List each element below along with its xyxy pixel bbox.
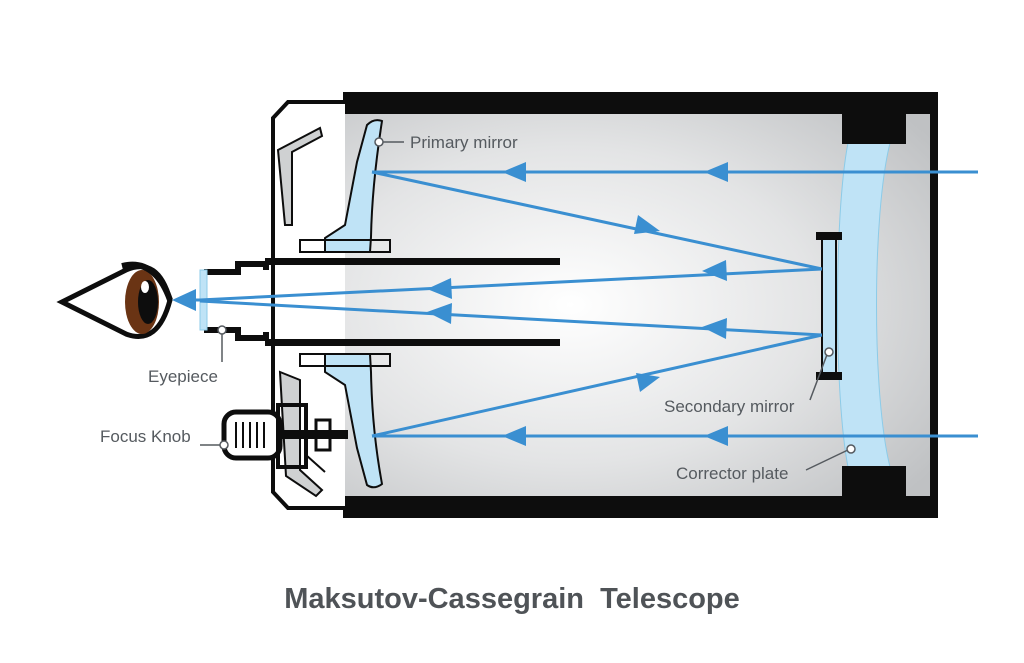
primary-mirror-mount-upper [299, 239, 391, 253]
callout-dot-eyepiece [217, 325, 227, 335]
callout-dot-focus-knob [219, 440, 229, 450]
arrow [634, 215, 660, 234]
tube-bottom-wall [345, 496, 938, 518]
ray-primary-to-secondary-top [371, 170, 823, 271]
arrow [502, 426, 526, 446]
label-focus-knob: Focus Knob [100, 427, 191, 446]
arrow [636, 373, 660, 392]
arrow [427, 278, 452, 299]
secondary-mirror-cap-bottom [816, 372, 842, 380]
corrector-retainer-top [842, 114, 906, 144]
baffle-tube-top [265, 258, 560, 265]
arrow [172, 289, 196, 311]
callout-dot-corrector [846, 444, 856, 454]
tube-front-edge [930, 92, 938, 518]
arrow [427, 303, 452, 324]
primary-mirror-mount-lower [299, 353, 391, 367]
label-eyepiece: Eyepiece [148, 367, 218, 386]
focus-shaft-collar [314, 418, 332, 452]
baffle-tube-bottom [265, 339, 560, 346]
focus-linkage [305, 454, 326, 473]
label-primary-mirror: Primary mirror [410, 133, 518, 152]
ray-arrows [172, 162, 728, 446]
callouts [200, 137, 856, 471]
primary-mirror-lower [324, 353, 384, 489]
corrector-retainer-bottom [842, 466, 906, 496]
arrow [702, 318, 727, 339]
arrow [502, 162, 526, 182]
label-secondary-mirror: Secondary mirror [664, 397, 795, 416]
tube-top-wall [345, 92, 938, 114]
eye-icon [56, 261, 173, 339]
focus-knob [221, 409, 283, 461]
rear-cell-bracket-upper [276, 126, 324, 226]
ray-primary-to-secondary-bottom [371, 333, 823, 438]
label-corrector-plate: Corrector plate [676, 464, 788, 483]
callout-dot-secondary [824, 347, 834, 357]
diagram-title: Maksutov-Cassegrain Telescope [284, 583, 740, 615]
arrow [704, 426, 728, 446]
focus-knob-grip [235, 422, 265, 448]
arrow [704, 162, 728, 182]
callout-dot-primary [374, 137, 384, 147]
arrow [702, 260, 727, 281]
secondary-mirror-cap-top [816, 232, 842, 240]
